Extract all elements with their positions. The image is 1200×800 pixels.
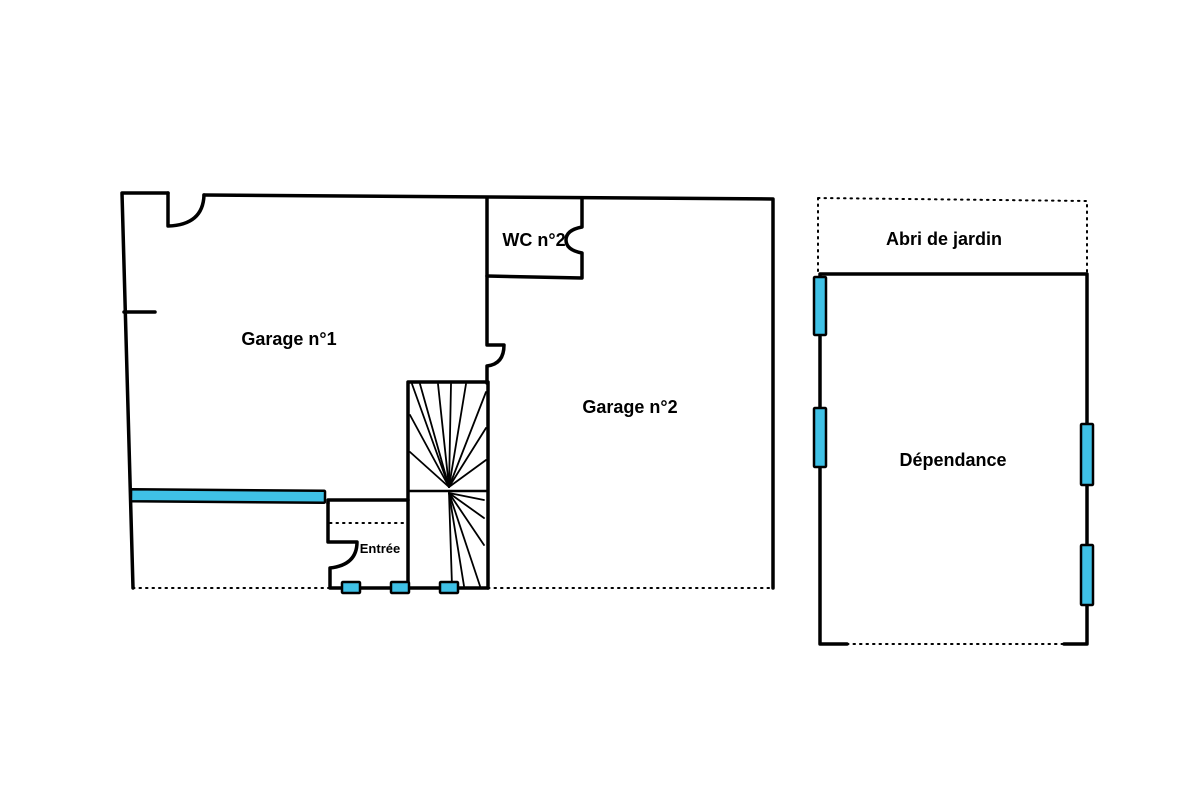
wc-2-walls bbox=[485, 197, 584, 280]
garage-1-long-window bbox=[129, 487, 327, 505]
garage-1-door bbox=[166, 191, 206, 228]
dependance-walls bbox=[818, 272, 1089, 646]
label-entree: Entrée bbox=[360, 541, 400, 556]
main-building-top-wall bbox=[202, 193, 775, 590]
outbuilding bbox=[812, 197, 1095, 646]
main-building-outer-wall bbox=[120, 191, 170, 590]
dependance-window-right-1 bbox=[1079, 422, 1095, 487]
entree-door bbox=[326, 501, 490, 590]
staircase-walls bbox=[406, 380, 490, 590]
label-dependance: Dépendance bbox=[899, 450, 1006, 470]
label-abri-de-jardin: Abri de jardin bbox=[886, 229, 1002, 249]
label-garage-2: Garage n°2 bbox=[582, 397, 677, 417]
dependance-window-left-1 bbox=[812, 275, 828, 337]
front-window-2 bbox=[389, 580, 411, 595]
dependance-window-right-2 bbox=[1079, 543, 1095, 607]
staircase-treads bbox=[409, 383, 487, 587]
label-wc-2: WC n°2 bbox=[502, 230, 565, 250]
label-garage-1: Garage n°1 bbox=[241, 329, 336, 349]
main-building bbox=[120, 191, 775, 595]
front-window-3 bbox=[438, 580, 460, 595]
dependance-window-left-2 bbox=[812, 406, 828, 469]
front-window-1 bbox=[340, 580, 362, 595]
garage-partition-wall bbox=[485, 196, 506, 385]
entree-walls bbox=[326, 498, 410, 505]
abri-de-jardin-outline bbox=[817, 197, 1088, 275]
